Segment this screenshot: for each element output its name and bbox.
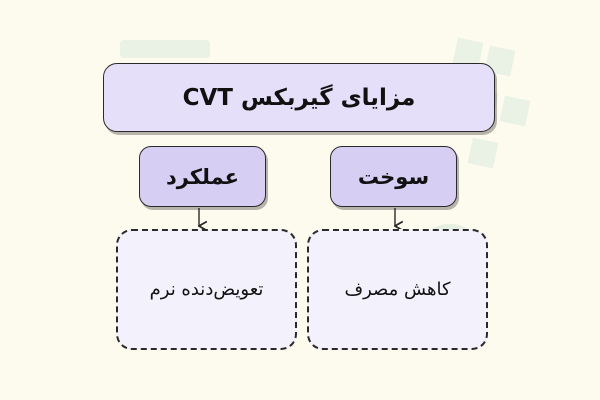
leaf-node-smooth-shifting: تعویض‌دنده نرم	[116, 229, 297, 350]
category-node-fuel: سوخت	[330, 146, 457, 207]
leaf-node-label: کاهش مصرف	[344, 279, 451, 300]
category-node-performance: عملکرد	[139, 146, 266, 207]
root-node-label: مزایای گیربکس CVT	[182, 84, 416, 111]
leaf-node-lower-consumption: کاهش مصرف	[307, 229, 488, 350]
category-node-label: سوخت	[357, 164, 430, 189]
leaf-node-label: تعویض‌دنده نرم	[149, 279, 264, 300]
category-node-label: عملکرد	[165, 164, 240, 189]
root-node: مزایای گیربکس CVT	[103, 63, 495, 132]
